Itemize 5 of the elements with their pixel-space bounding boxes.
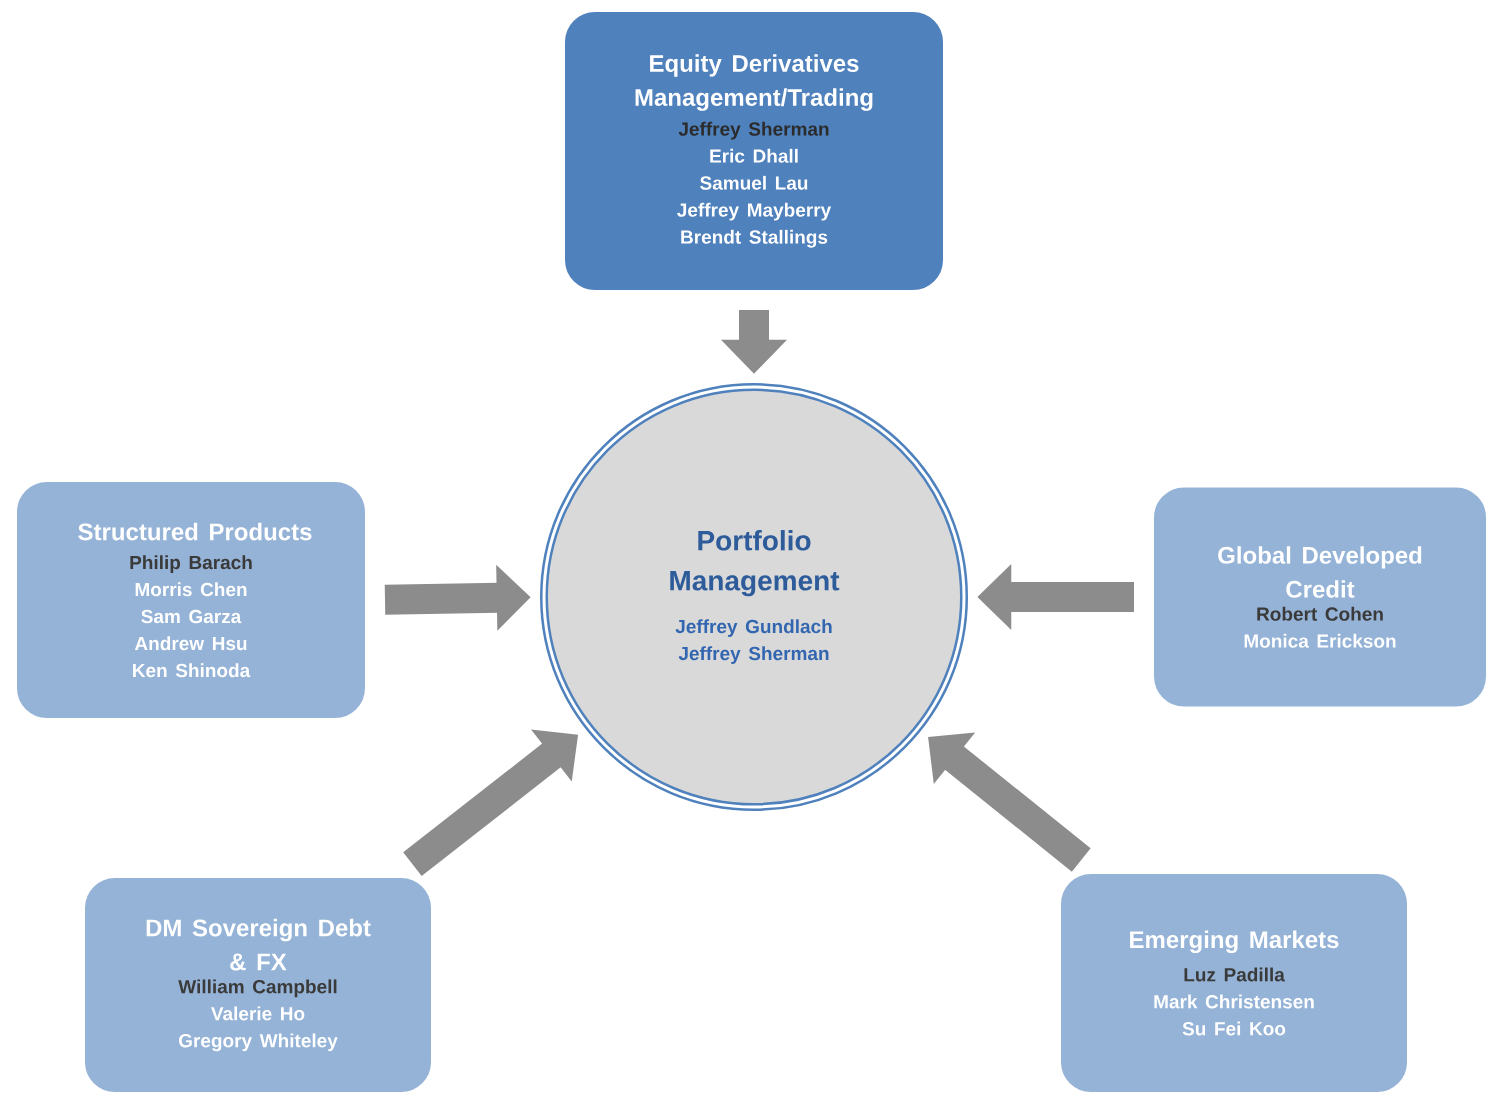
team-box: Emerging Markets Luz Padilla Mark Christensen Su Fei Koo bbox=[1057, 870, 1411, 1096]
team-box: Structured Products Philip Barach Morris Chen Sam Garza Andrew Hsu Ken Shinoda bbox=[13, 478, 369, 722]
team-box: Equity Derivatives Management/Trading Jeffrey Sherman Eric Dhall Samuel Lau Jeffrey Mayberry Brendt Stallings bbox=[561, 8, 947, 294]
team-box: DM Sovereign Debt & FX William Campbell Valerie Ho Gregory Whiteley bbox=[81, 874, 435, 1096]
team-box: Global Developed Credit Robert Cohen Monica Erickson bbox=[1150, 483, 1489, 711]
